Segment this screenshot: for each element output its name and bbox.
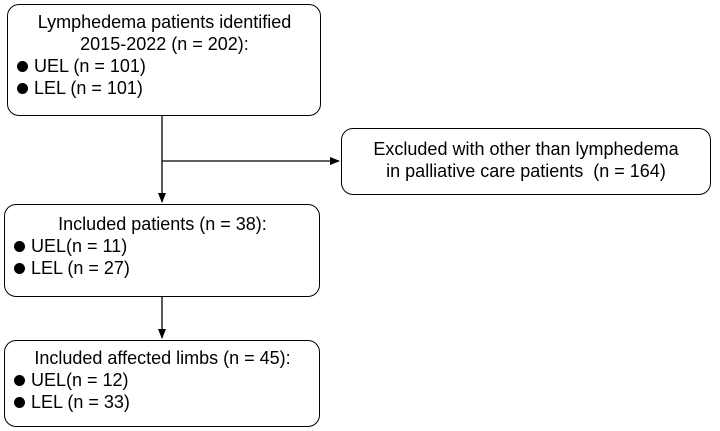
bullet-icon — [14, 262, 25, 274]
bullet-icon — [14, 396, 25, 408]
identified-title-line2: 2015-2022 (n = 202): — [80, 34, 249, 54]
included-patients-title: Included patients (n = 38): — [58, 214, 267, 234]
included-limbs-item-lel-label: LEL (n = 33) — [31, 392, 130, 412]
included-limbs-item-uel-label: UEL(n = 12) — [31, 370, 129, 390]
identified-patients-box: Lymphedema patients identified 2015-2022… — [7, 4, 321, 116]
bullet-icon — [14, 374, 25, 386]
bullet-icon — [17, 82, 28, 94]
bullet-icon — [17, 60, 28, 72]
identified-item-lel: LEL (n = 101) — [17, 77, 312, 99]
excluded-line1: Excluded with other than lymphedema — [373, 139, 679, 159]
excluded-line2: in palliative care patients (n = 164) — [386, 161, 666, 181]
included-patients-item-uel-label: UEL(n = 11) — [31, 236, 128, 256]
included-limbs-box: Included affected limbs (n = 45): UEL(n … — [4, 340, 320, 427]
included-patients-box: Included patients (n = 38): UEL(n = 11) … — [4, 204, 320, 297]
identified-item-lel-label: LEL (n = 101) — [34, 78, 143, 98]
bullet-icon — [14, 240, 25, 252]
included-limbs-item-lel: LEL (n = 33) — [14, 391, 311, 413]
identified-item-uel-label: UEL (n = 101) — [34, 56, 146, 76]
included-limbs-item-uel: UEL(n = 12) — [14, 369, 311, 391]
included-limbs-title: Included affected limbs (n = 45): — [34, 348, 291, 368]
included-patients-item-lel: LEL (n = 27) — [14, 257, 311, 279]
included-patients-item-uel: UEL(n = 11) — [14, 235, 311, 257]
identified-item-uel: UEL (n = 101) — [17, 55, 312, 77]
included-patients-item-lel-label: LEL (n = 27) — [31, 258, 130, 278]
identified-title-line1: Lymphedema patients identified — [37, 12, 292, 32]
excluded-box: Excluded with other than lymphedema in p… — [341, 128, 711, 195]
